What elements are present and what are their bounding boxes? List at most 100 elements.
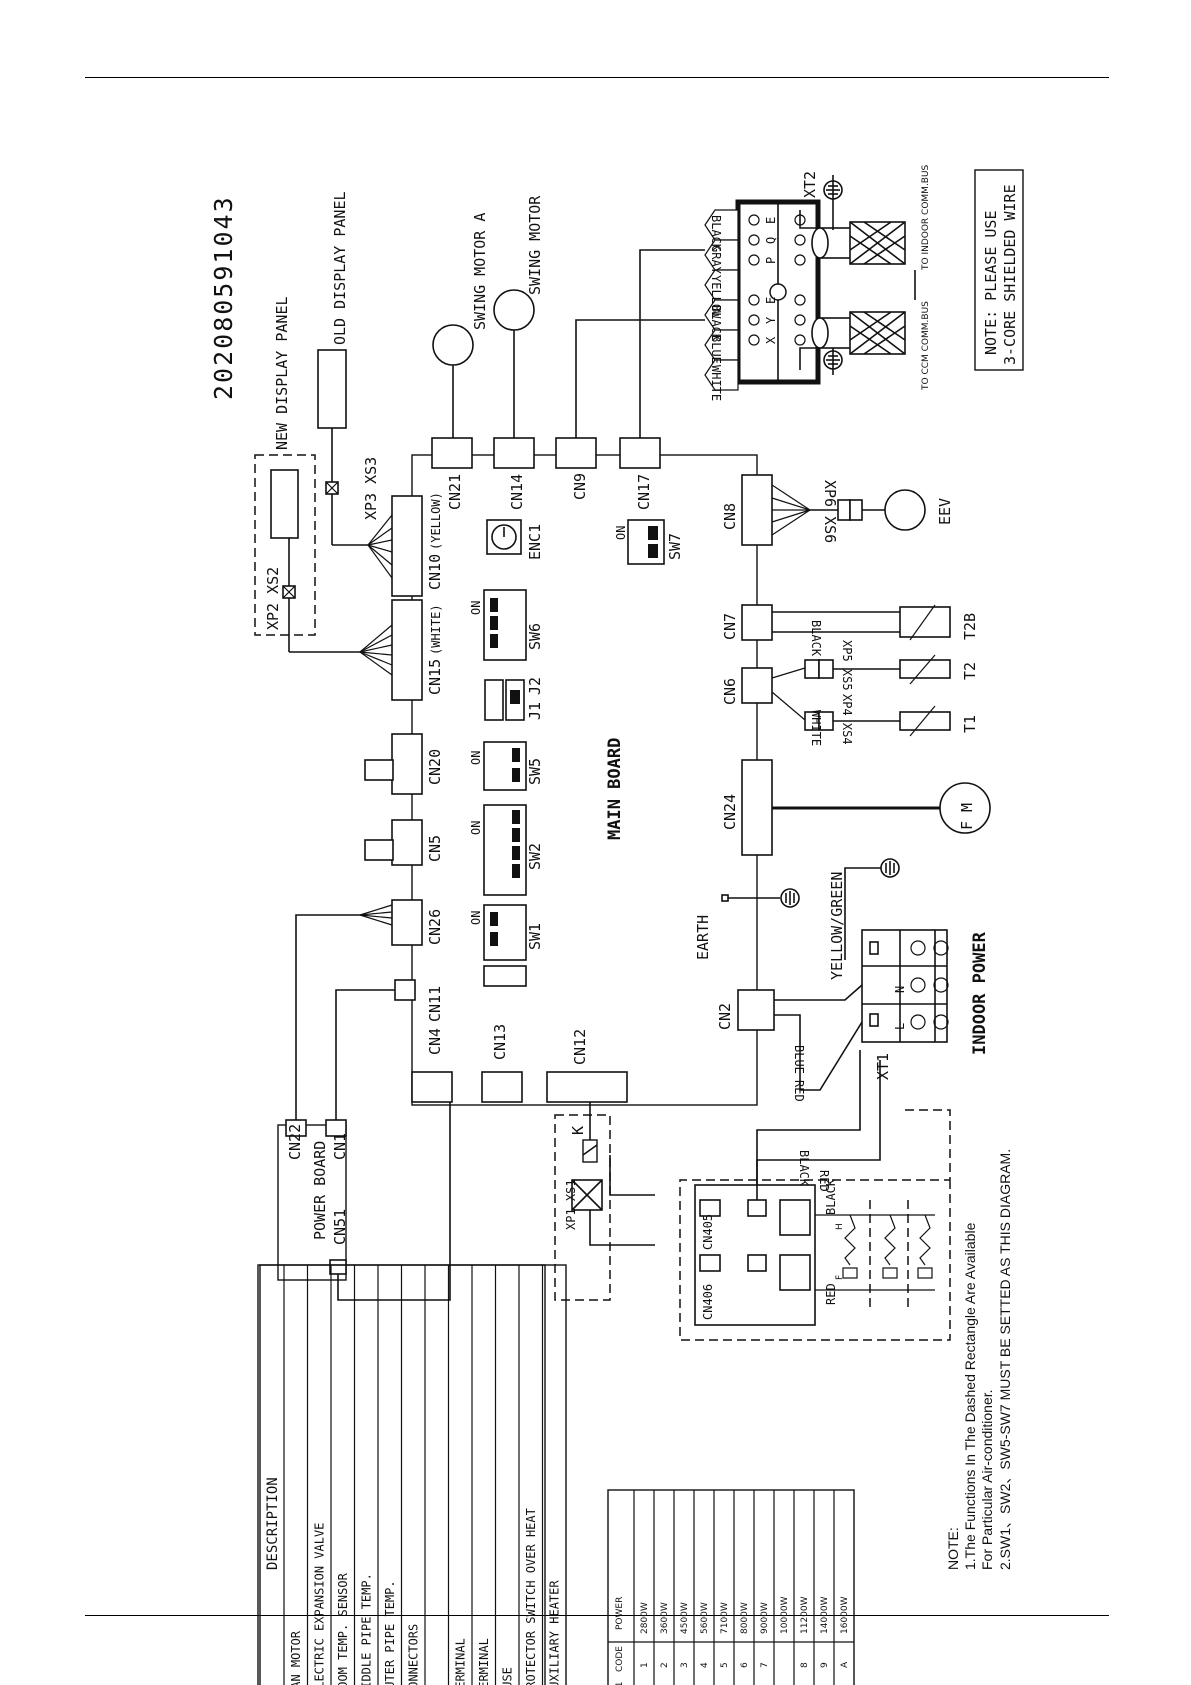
aux-red-top-label: RED (817, 1170, 831, 1192)
power-table-power: 2800W (640, 1602, 650, 1634)
xt2-terminal: XT2 E Q P E Y X BLACK GRAY YELLOW BLACK … (704, 164, 1024, 401)
sw1-label: SW1 (526, 923, 544, 950)
swing-motors: SWING MOTOR A SWING MOTOR (432, 195, 544, 438)
j1-label: J1 (526, 702, 544, 720)
bottom-rule (85, 1615, 1109, 1616)
power-board: POWER BOARD CN22 CN1 CN51 (277, 904, 451, 1301)
power-section: EARTH YELLOW/GREEN N L XT1 INDOOR POWER … (694, 858, 990, 1102)
sw2-on: ON (469, 821, 483, 835)
swing-motor-label: SWING MOTOR (526, 195, 544, 295)
cn405-label: CN405 (701, 1214, 715, 1250)
yellow-green-label: YELLOW/GREEN (828, 872, 846, 980)
aux-red-bottom: RED (824, 1283, 838, 1305)
fan-motor-label: F M (958, 803, 976, 830)
power-table-power: 11200W (800, 1596, 810, 1634)
new-display-label: NEW DISPLAY PANEL (273, 296, 291, 450)
power-table-code: 6 (740, 1662, 750, 1668)
power-table-code: A (840, 1661, 850, 1668)
cn14-label: CN14 (508, 474, 526, 510)
sw7-on: ON (614, 526, 628, 540)
notes-line3: 2.SW1、SW2、SW5-SW7 MUST BE SETTED AS THIS… (997, 1149, 1013, 1570)
power-table-code: 9 (820, 1662, 830, 1668)
code-table-description: PROTECTOR SWITCH OVER HEAT (524, 1508, 538, 1685)
code-table-description: TERMINAL (454, 1638, 468, 1685)
power-table-power: 3600W (660, 1602, 670, 1634)
cn13-label: CN13 (491, 1024, 509, 1060)
sw6-on: ON (469, 601, 483, 615)
main-board: MAIN BOARD (411, 454, 758, 1106)
cn5-label: CN5 (426, 835, 444, 862)
sw7-label: SW7 (666, 533, 684, 560)
code-table-description: MIDDLE PIPE TEMP. (360, 1573, 374, 1685)
display-panels: NEW DISPLAY PANEL OLD DISPLAY PANEL XP2 … (254, 191, 393, 676)
xp4-xs4-label: XP4 XS4 (840, 694, 854, 745)
t1-label: T1 (961, 715, 979, 733)
diagram-code: 202080591043 (209, 195, 238, 400)
comm-wiring (575, 249, 705, 438)
power-table-code: 2 (660, 1662, 670, 1668)
cn20-label: CN20 (426, 749, 444, 785)
power-table-code: 5 (720, 1662, 730, 1668)
swing-motor-a-icon (432, 324, 474, 366)
j2-label: J2 (526, 677, 544, 695)
power-table-code: 7 (760, 1662, 770, 1668)
power-board-cn1: CN1 (331, 1133, 349, 1160)
aux-black-cn405: BLACK (824, 1178, 838, 1215)
code-table-description: CONNECTORS (407, 1624, 421, 1685)
xp5-xs5-label: XP5 XS5 (840, 640, 854, 691)
power-table-power: 16000W (840, 1596, 850, 1634)
term-x: X (764, 336, 778, 344)
power-table: ENC1CODEPOWER12800W23600W34500W45600W571… (607, 1489, 855, 1685)
eev-icon (884, 489, 926, 531)
power-table-power: 7100W (720, 1602, 730, 1634)
power-table-power: 8000W (740, 1602, 750, 1634)
cn26-label: CN26 (426, 909, 444, 945)
cn8-label: CN8 (721, 503, 739, 530)
cn7-label: CN7 (721, 613, 739, 640)
swing-motor-icon (493, 289, 535, 331)
to-ccm-label: TO CCM COMM.BUS (921, 301, 931, 391)
enc1-label: ENC1 (526, 524, 544, 560)
term-y: Y (764, 316, 778, 324)
cn15-label: CN15 (426, 659, 444, 695)
term-e2: E (764, 297, 778, 304)
comm-note-1: NOTE: PLEASE USE (982, 211, 1000, 356)
xp1-xs1-label: XP1 XS1 (564, 1179, 578, 1230)
cn12-label: CN12 (571, 1029, 589, 1065)
cn11-label: CN11 (426, 986, 444, 1022)
notes-line2: For Particular Air-conditioner. (979, 1389, 995, 1570)
sw2-label: SW2 (526, 843, 544, 870)
power-header-enc1: ENC1 (615, 1682, 625, 1685)
sw5-on: ON (469, 751, 483, 765)
cn24-label: CN24 (721, 794, 739, 830)
comm-ground-icons (823, 175, 843, 375)
eev-label: EEV (936, 498, 954, 525)
power-table-power: 4500W (680, 1602, 690, 1634)
xt1-l-label: L (893, 1023, 907, 1030)
code-table-description: OUTER PIPE TEMP. (383, 1580, 397, 1685)
earth-label: EARTH (694, 915, 712, 960)
comm-note-2: 3-CORE SHIELDED WIRE (1001, 184, 1019, 365)
cn21-label: CN21 (446, 474, 464, 510)
notes-line1: 1.The Functions In The Dashed Rectangle … (962, 1222, 978, 1570)
power-board-cn22: CN22 (286, 1124, 304, 1160)
xp6-xs6-label: XP6 XS6 (821, 480, 839, 543)
fan-motor-icon (939, 782, 991, 834)
swing-motor-a-label: SWING MOTOR A (471, 213, 489, 330)
cn2-label: CN2 (716, 1003, 734, 1030)
xp3-xs3-label: XP3 XS3 (362, 457, 380, 520)
t2b-label: T2B (961, 613, 979, 640)
sw6-label: SW6 (526, 623, 544, 650)
sw5-label: SW5 (526, 758, 544, 785)
power-table-code: 4 (700, 1662, 710, 1668)
power-table-power: 10000W (780, 1596, 790, 1634)
power-table-power: 5600W (700, 1602, 710, 1634)
cn10-color: (YELLOW) (429, 492, 443, 550)
top-rule (85, 77, 1109, 78)
code-header-description: DESCRIPTION (265, 1477, 281, 1570)
power-table-power: 9000W (760, 1602, 770, 1634)
aux-black-label: BLACK (797, 1150, 811, 1187)
cn6-label: CN6 (721, 678, 739, 705)
power-table-code: 3 (680, 1662, 690, 1668)
